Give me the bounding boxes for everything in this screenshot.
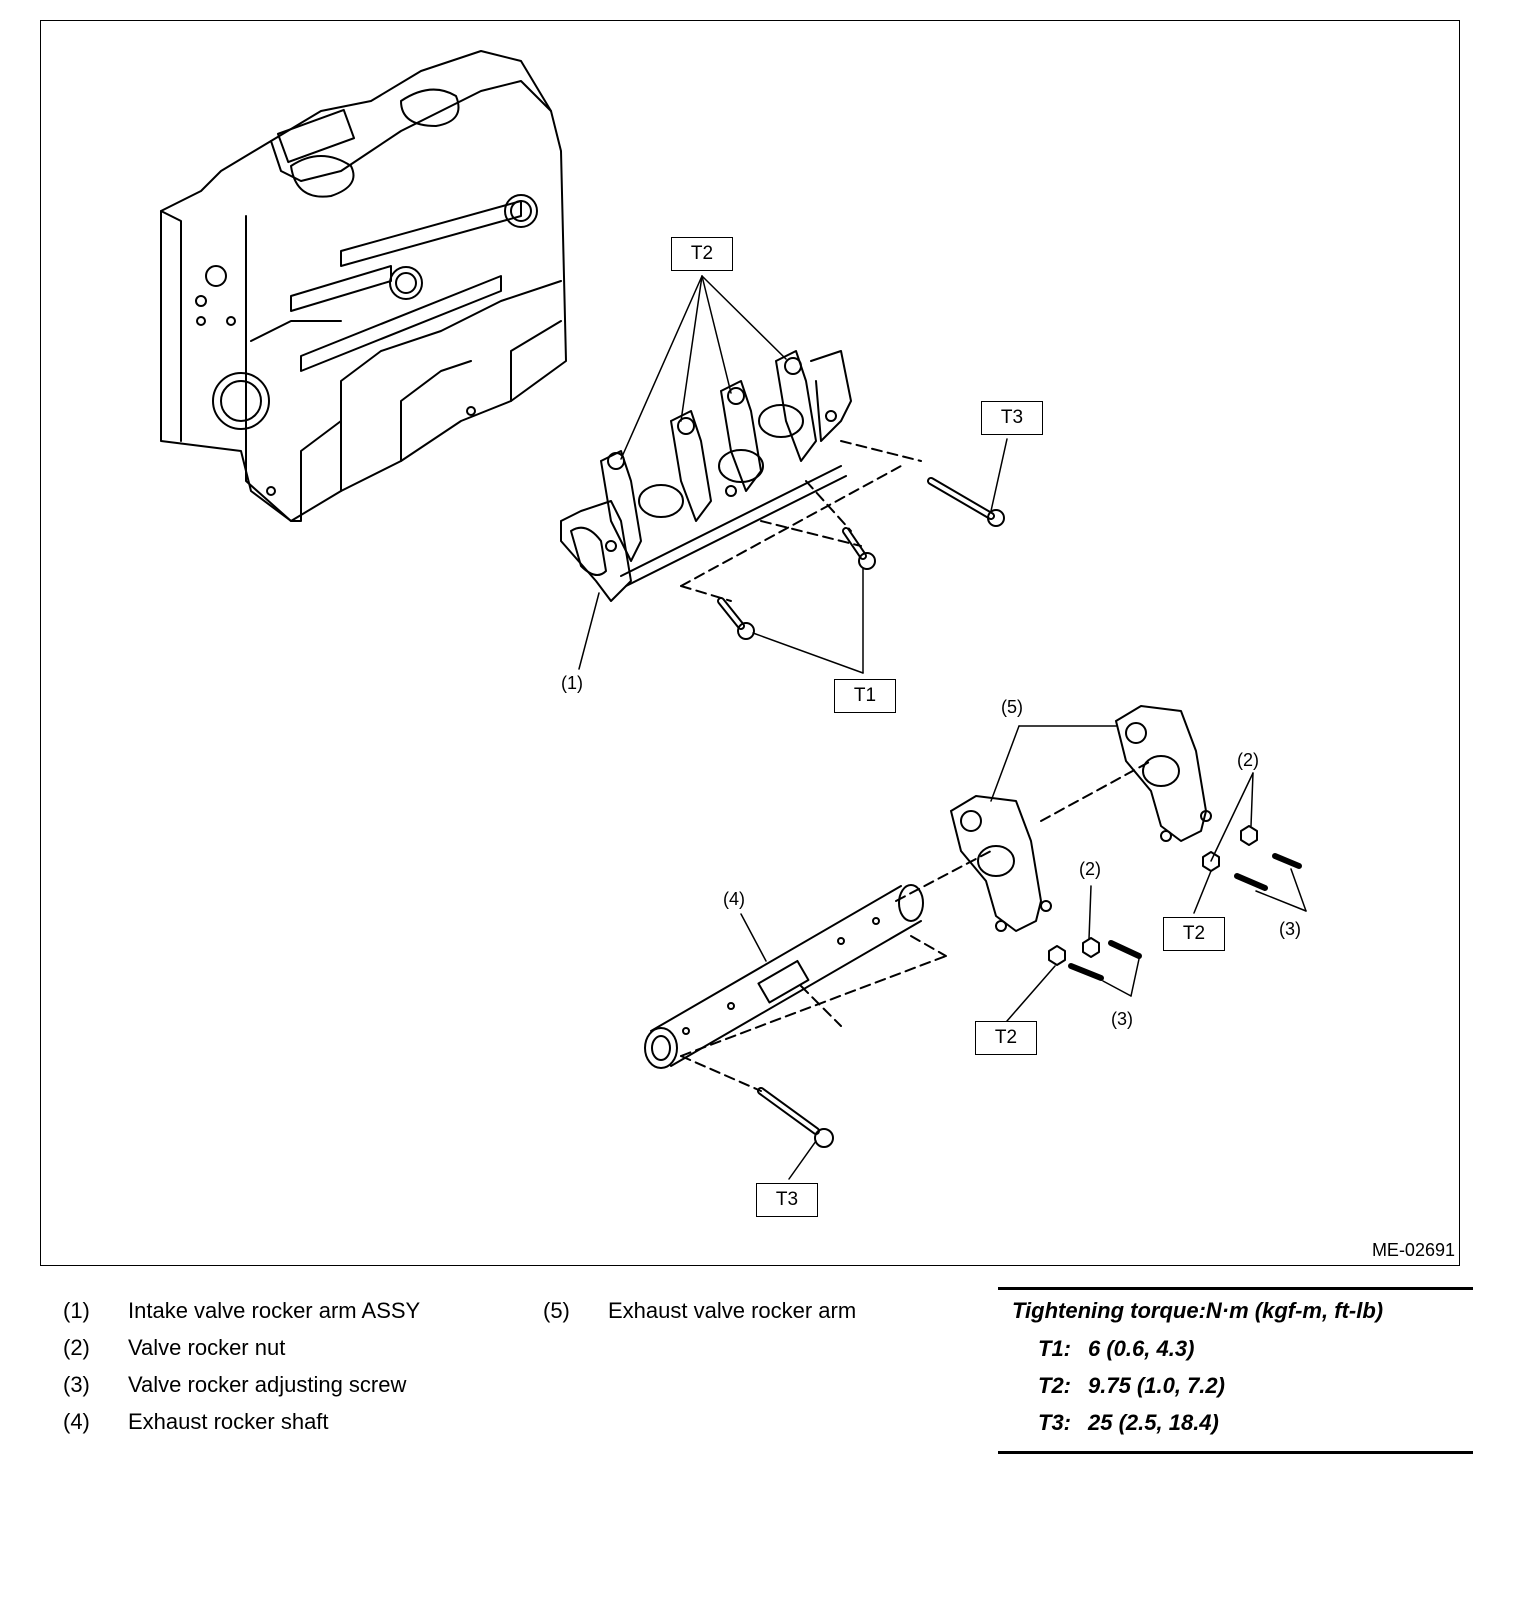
legend-number: (4): [63, 1409, 90, 1434]
cylinder-head-drawing: [160, 50, 567, 522]
exhaust-rocker-shaft-drawing: [644, 884, 924, 1069]
torque-tag-t3-top: T3: [981, 401, 1043, 435]
legend-number: (2): [63, 1335, 90, 1360]
legend-text: Exhaust valve rocker arm: [608, 1298, 857, 1323]
callout-3-mid: (3): [1111, 1009, 1133, 1029]
figure-id: ME-02691: [1371, 1240, 1455, 1260]
drawing: [160, 50, 1307, 1180]
legend-column-1: (1) Intake valve rocker arm ASSY (2) Val…: [63, 1298, 503, 1446]
torque-tag-t1: T1: [834, 679, 896, 713]
legend-text: Intake valve rocker arm ASSY: [128, 1298, 421, 1323]
legend-item-1: (1) Intake valve rocker arm ASSY: [63, 1298, 503, 1335]
exhaust-rocker-arms-drawing: [950, 705, 1212, 932]
torque-tag-t2-right: T2: [1163, 917, 1225, 951]
exploded-view-figure: (1) (5) (2) (2) (3) (3) (4) T2 T3 T1 T2 …: [40, 20, 1460, 1266]
callout-4: (4): [723, 889, 745, 909]
leader-lines: [578, 275, 1307, 1180]
callout-2-mid: (2): [1079, 859, 1101, 879]
legend-text: Exhaust rocker shaft: [128, 1409, 329, 1434]
torque-tag-t2-mid: T2: [975, 1021, 1037, 1055]
legend-item-2: (2) Valve rocker nut: [63, 1335, 503, 1372]
torque-row-t1: T1: 6 (0.6, 4.3): [998, 1336, 1473, 1373]
torque-value: 25 (2.5, 18.4): [1088, 1410, 1219, 1435]
legend-text: Valve rocker nut: [128, 1335, 286, 1360]
legend-number: (5): [543, 1298, 570, 1323]
torque-tag-t2-top: T2: [671, 237, 733, 271]
alignment-lines: [680, 440, 1152, 1092]
torque-value: 6 (0.6, 4.3): [1088, 1336, 1195, 1361]
torque-table: Tightening torque:N·m (kgf-m, ft-lb) T1:…: [998, 1287, 1473, 1454]
torque-value: 9.75 (1.0, 7.2): [1088, 1373, 1225, 1398]
torque-table-heading: Tightening torque:N·m (kgf-m, ft-lb): [1012, 1298, 1384, 1323]
legend-number: (1): [63, 1298, 90, 1323]
legend-item-5: (5) Exhaust valve rocker arm: [543, 1298, 963, 1335]
nuts-screws-drawing: [1048, 825, 1302, 981]
torque-code: T3:: [1038, 1410, 1071, 1435]
callout-3-right: (3): [1279, 919, 1301, 939]
legend-text: Valve rocker adjusting screw: [128, 1372, 407, 1397]
callout-1: (1): [561, 673, 583, 693]
legend-item-4: (4) Exhaust rocker shaft: [63, 1409, 503, 1446]
torque-code: T2:: [1038, 1373, 1071, 1398]
callout-2-right: (2): [1237, 750, 1259, 770]
torque-row-t3: T3: 25 (2.5, 18.4): [998, 1410, 1473, 1447]
callout-5: (5): [1001, 697, 1023, 717]
torque-row-t2: T2: 9.75 (1.0, 7.2): [998, 1373, 1473, 1410]
legend-number: (3): [63, 1372, 90, 1397]
torque-code: T1:: [1038, 1336, 1071, 1361]
intake-rocker-assy-drawing: [560, 350, 852, 602]
legend-column-2: (5) Exhaust valve rocker arm: [543, 1298, 963, 1335]
legend-item-3: (3) Valve rocker adjusting screw: [63, 1372, 503, 1409]
torque-tag-t3-bottom: T3: [756, 1183, 818, 1217]
